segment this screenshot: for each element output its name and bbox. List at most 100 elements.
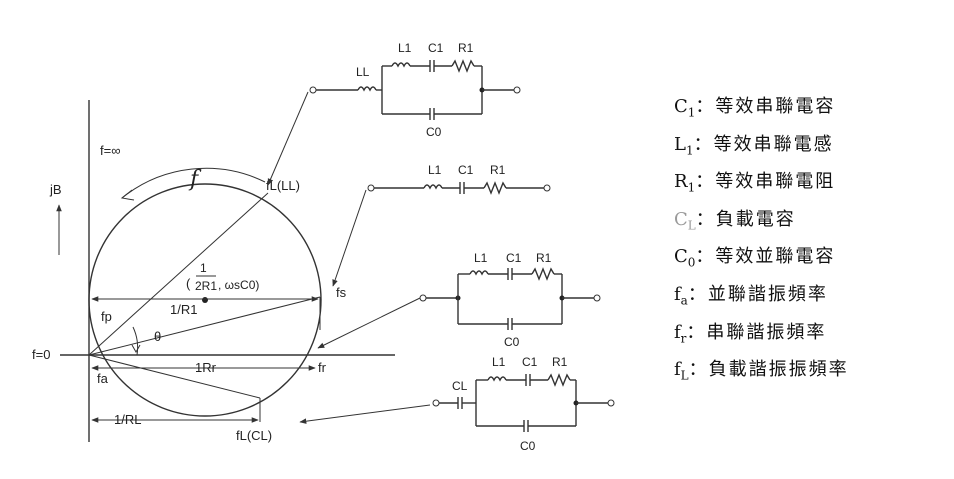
legend-symbol: C0 (674, 246, 696, 270)
pointer-arrows (267, 91, 431, 424)
pointer-basic (317, 297, 421, 349)
inductor-l1-icon (487, 376, 507, 382)
legend-description: ：並聯諧振頻率 (687, 283, 828, 305)
legend-description: ：等效串聯電容 (695, 96, 836, 117)
fl-cl-label: fL(CL) (236, 428, 272, 443)
fr-label: fr (318, 360, 327, 375)
r1-label: R1 (552, 355, 568, 369)
c0-label: C0 (520, 439, 536, 453)
ll-series-label: LL (356, 65, 370, 79)
terminal-left (432, 399, 440, 407)
theta-arc (132, 326, 139, 356)
legend-description: ：負載電容 (695, 208, 796, 230)
legend-symbol: R1 (674, 171, 696, 195)
inductor-l1-icon (469, 270, 489, 276)
terminal-left (367, 184, 375, 192)
c1-label: C1 (506, 251, 522, 265)
c1-label: C1 (458, 163, 474, 177)
r1-label: R1 (490, 163, 506, 177)
center-rest: , ωsC0) (218, 278, 259, 292)
center-label: ( 1 2R1 , ωsC0) (186, 261, 259, 293)
resistor-r1-icon (547, 373, 571, 387)
fp-label: fp (101, 309, 112, 324)
inductor-l1-icon (391, 62, 411, 68)
terminal-right (607, 399, 615, 407)
theta-label: θ (154, 329, 161, 344)
legend-row-c1: C1：等效串聯電容 (674, 88, 849, 126)
inv-rl-label: 1/RL (114, 412, 141, 427)
resistor-r1-icon (451, 59, 475, 73)
legend-row-fl: fL：負載諧振振頻率 (674, 351, 849, 389)
legend-description: ：負載諧振振頻率 (688, 359, 849, 381)
f-arc-label: f (188, 167, 202, 192)
center-paren-open: ( (186, 276, 191, 291)
c0-label: C0 (426, 125, 442, 139)
c1-label: C1 (428, 41, 444, 55)
legend-description: ：等效並聯電容 (695, 246, 836, 268)
legend: C1：等效串聯電容 L1：等效串聯電感 R1：等效串聯電阻 CL：負載電容 C0… (674, 88, 849, 389)
inductor-l1-icon (423, 184, 443, 190)
circuit-ll: LL L1 C1 R1 C0 (309, 41, 521, 139)
legend-description: ：串聯諧振頻率 (686, 321, 827, 343)
circuit-cl: CL L1 C1 R1 C0 (432, 355, 615, 453)
resistor-r1-icon (483, 181, 507, 195)
f-infinity-label: f=∞ (100, 143, 120, 158)
arc-arrow-icon (120, 189, 135, 201)
l1-label: L1 (398, 41, 412, 55)
legend-row-fa: fa：並聯諧振頻率 (674, 276, 849, 314)
terminal-left (419, 294, 427, 302)
legend-symbol: fr (674, 321, 687, 346)
cl-series-label: CL (452, 379, 468, 393)
theta-arrow-icon (131, 344, 141, 354)
legend-row-cl: CL：負載電容 (674, 201, 849, 239)
vectors (88, 192, 321, 422)
circle (88, 183, 322, 417)
circuit-series: L1 C1 R1 (367, 163, 551, 195)
inv-r1-label: 1/R1 (170, 302, 197, 317)
legend-row-r1: R1：等效串聯電阻 (674, 163, 849, 201)
l1-label: L1 (428, 163, 442, 177)
c0-label: C0 (504, 335, 520, 349)
pointer-series (332, 189, 367, 287)
resistor-r1-icon (531, 267, 555, 281)
line-to-fs (88, 296, 321, 356)
terminal-right (593, 294, 601, 302)
r1-label: R1 (536, 251, 552, 265)
point-labels: fL(LL) fs fp fa fr fL(CL) (97, 178, 347, 443)
r1-label: R1 (458, 41, 474, 55)
frequency-arc (121, 167, 266, 199)
terminal-right (543, 184, 551, 192)
fs-label: fs (336, 285, 347, 300)
legend-row-l1: L1：等效串聯電感 (674, 126, 849, 164)
legend-symbol: fa (674, 283, 688, 308)
legend-row-c0: C0：等效並聯電容 (674, 238, 849, 276)
legend-symbol: L1 (674, 133, 694, 158)
pointer-cl (299, 404, 431, 424)
center-frac-den: 2R1 (195, 279, 217, 293)
center-dot (202, 297, 208, 303)
fl-ll-label: fL(LL) (266, 178, 300, 193)
center-frac-num: 1 (200, 261, 207, 275)
f-zero-label: f=0 (32, 347, 50, 362)
legend-row-fr: fr：串聯諧振頻率 (674, 314, 849, 352)
jb-label: jB (49, 182, 62, 197)
inv-rr-label: 1Rr (195, 360, 217, 375)
pointer-ll (267, 91, 309, 186)
terminal-right (513, 86, 521, 94)
legend-symbol: C1 (674, 96, 696, 120)
legend-description: ：等效串聯電感 (693, 133, 834, 155)
line-to-fl-cl (88, 354, 261, 399)
legend-description: ：等效串聯電阻 (695, 171, 836, 193)
axes: jB f=∞ f=0 (32, 100, 395, 442)
l1-label: L1 (492, 355, 506, 369)
circuit-basic: L1 C1 R1 C0 (419, 251, 601, 349)
legend-symbol: CL (674, 208, 696, 233)
terminal-left (309, 86, 317, 94)
inductor-ll-icon (357, 86, 377, 92)
line-to-fl-ll (88, 192, 269, 356)
legend-symbol: fL (674, 359, 689, 383)
fa-label: fa (97, 371, 109, 386)
c1-label: C1 (522, 355, 538, 369)
dimensions: 1/R1 1Rr 1/RL θ (91, 296, 319, 427)
